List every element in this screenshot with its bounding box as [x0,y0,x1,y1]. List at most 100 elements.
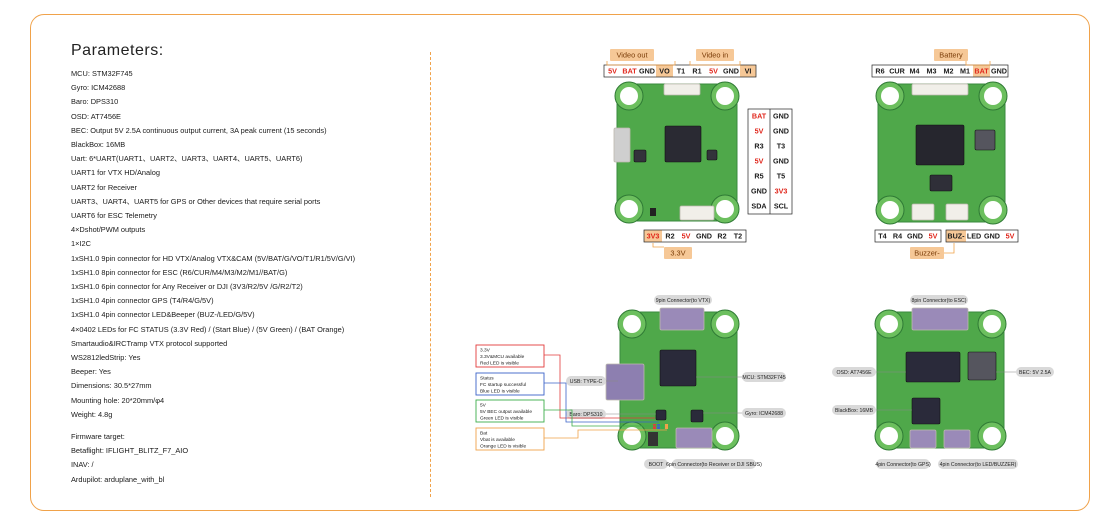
pin-label: GND [984,231,1000,240]
mounting-hole [620,200,638,218]
led-box-text: Orange LED is visible [480,443,526,449]
tag-text: Buzzer- [914,248,940,257]
parameter-line: 1×I2C [71,239,91,249]
firmware-line: Ardupilot: arduplane_with_bl [71,474,165,484]
callout-text: 8pin Connector(to ESC) [911,298,966,304]
firmware-line: INAV: / [71,460,94,470]
pin-row-border [871,64,1009,78]
callout-bg [566,376,606,386]
status-led [653,424,656,429]
pin-label: R2 [717,231,726,240]
tl-board [613,81,740,224]
parameter-line: Weight: 4.8g [71,409,113,419]
pin-label: T4 [878,231,886,240]
callout-bg [566,409,606,419]
callout-bg [742,408,786,418]
pin-label: LED [967,231,981,240]
pin-label: BAT [974,66,989,75]
pin-label: R5 [754,171,763,180]
pin-label: R4 [893,231,902,240]
battery-tag: Battery [934,49,968,61]
pin-row-border [603,64,757,78]
mounting-hole [881,201,899,219]
osd-callout: OSD: AT7456E [832,367,876,377]
video-out-bracket [606,61,676,66]
pin-label: T3 [777,141,785,150]
pin-highlight [644,230,662,242]
pin-label: 5V [1006,231,1015,240]
gyro-chip [690,409,704,423]
pin-label: 3V3 [647,231,660,240]
mounting-hole [880,427,898,445]
video-in-tag: Video in [696,49,734,61]
callout-bg [832,405,876,415]
mounting-hole [984,87,1002,105]
capacitor [974,129,996,151]
parameter-line: UART6 for ESC Telemetry [71,211,157,221]
pin-label: M4 [910,66,920,75]
pin-label: 5V [755,156,764,165]
gyro-chip [633,149,647,163]
parameter-line: UART3、UART4、UART5 for GPS or Other devic… [71,196,321,206]
callout-bg [654,295,712,305]
mounting-hole [623,427,641,445]
driver-chip [915,124,965,166]
vtx-connector-callout: 9pin Connector(to VTX) [654,295,712,305]
led-leader [544,429,667,439]
bec-callout: BEC: 5V 2.5A [1016,367,1054,377]
callout-text: MCU: STM32F745 [742,375,785,381]
mounting-hole [620,87,638,105]
pin-label: R2 [665,231,674,240]
esc-connector-callout: 8pin Connector(to ESC) [910,295,968,305]
mounting-hole [881,87,899,105]
pin-label: CUR [889,66,905,75]
parameter-line: 1xSH1.0 6pin connector for Any Receiver … [71,282,303,292]
tag-bg [934,49,968,61]
callout-bg [832,367,876,377]
pin-row-border [945,229,1019,243]
parameter-line: 1xSH1.0 4pin connector LED&Beeper (BUZ-/… [71,310,255,320]
callout-bg [876,459,930,469]
parameter-line: BEC: Output 5V 2.5A continuous output cu… [71,125,327,135]
callout-text: 4pin Connector(to GPS) [875,462,931,468]
mounting-hole [716,200,734,218]
parameter-line: Gyro: ICM42688 [71,83,126,93]
mounting-hole [716,427,734,445]
gps-connector-callout: 4pin Connector(to GPS) [875,459,931,469]
tag-text: Video out [616,50,647,59]
pin-label: VO [659,66,670,75]
bl-board [605,307,740,451]
mounting-hole [983,315,1001,333]
mounting-hole [983,427,1001,445]
led-box-text: Bat [480,430,488,436]
parameters-title: Parameters: [71,42,164,59]
mcu-chip [659,349,697,387]
pin-label: BAT [622,66,637,75]
blackbox-chip [911,397,941,425]
pin-highlight [656,65,673,77]
led-box-border [475,399,545,423]
led-box-text: Green LED is visible [480,415,524,421]
callout-bg [672,459,756,469]
boot-callout: BOOT [644,459,668,469]
tr-board [875,81,1008,225]
callout-bg [910,295,968,305]
pin-label: BUZ- [947,231,965,240]
bottom-3v3-bracket [652,243,664,248]
parameter-line: 4×Dshot/PWM outputs [71,225,146,235]
callout-text: USB: TYPE-C [570,379,603,385]
parameter-line: MCU: STM32F745 [71,69,133,78]
boot-button [648,432,658,446]
pin-label: 5V [929,231,938,240]
pin-label: GND [991,66,1007,75]
parameter-line: Mounting hole: 20*20mm/φ4 [71,395,165,405]
mounting-hole [984,201,1002,219]
pin-highlight [973,65,990,77]
